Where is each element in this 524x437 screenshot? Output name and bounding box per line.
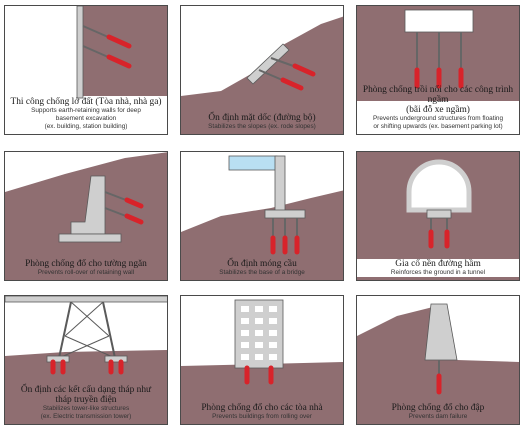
caption-en: Reinforces the ground in a tunnel	[390, 269, 486, 276]
caption-en: Supports earth-retaining walls for deep	[31, 107, 141, 114]
dam-illustration	[357, 303, 519, 424]
caption-vi-line2: (bãi đỗ xe ngầm)	[406, 105, 470, 115]
caption-en: or shifting upwards (ex. basement parkin…	[373, 123, 503, 130]
caption-en: (ex. Electric transmission tower)	[40, 413, 132, 420]
panel-bridge-base: Ổn định móng cầu Stabilizes the base of …	[180, 151, 344, 281]
panel-slope-stabilization: Ổn định mặt dốc (đường bộ) Stabilizes th…	[180, 5, 344, 135]
slope-illustration	[181, 16, 343, 134]
caption-en: Prevents dam failure	[408, 413, 468, 420]
panel-retaining-wall-rollover: Phòng chống đổ cho tường ngăn Prevents r…	[4, 151, 168, 281]
caption-vi: Phòng chống đổ cho đập	[391, 403, 485, 413]
underground-structure-illustration	[357, 6, 519, 101]
caption-vi: Gia cố nền đường hầm	[395, 259, 481, 269]
building-illustration	[181, 299, 343, 424]
panel-building-rollover: Phòng chống đổ cho các tòa nhà Prevents …	[180, 295, 344, 425]
caption-vi: Ổn định mặt dốc (đường bộ)	[208, 113, 316, 123]
caption-vi-line2: tháp truyền điện	[55, 395, 117, 405]
caption-en: Prevents underground structures from flo…	[372, 115, 503, 122]
panel-transmission-tower: Ổn định các kết cấu dạng tháp như tháp t…	[4, 295, 168, 425]
caption-en: basement excavation	[55, 115, 117, 122]
caption: Gia cố nền đường hầm Reinforces the grou…	[357, 259, 519, 277]
caption: Ổn định móng cầu Stabilizes the base of …	[181, 259, 343, 277]
caption-en: Stabilizes tower-like structures	[42, 405, 130, 412]
caption-vi: Phòng chống trồi nổi cho các công trình …	[362, 85, 514, 105]
tunnel-illustration	[357, 152, 519, 280]
earth-retaining-wall-illustration	[76, 6, 167, 99]
caption-vi: Phòng chống đổ cho tường ngăn	[25, 259, 147, 269]
panel-dam: Phòng chống đổ cho đập Prevents dam fail…	[356, 295, 520, 425]
caption: Phòng chống đổ cho các tòa nhà Prevents …	[181, 403, 343, 421]
caption-vi: Phòng chống đổ cho các tòa nhà	[201, 403, 323, 413]
caption-en: Stabilizes the base of a bridge	[219, 269, 305, 276]
panel-underground-floating: Phòng chống trồi nổi cho các công trình …	[356, 5, 520, 135]
caption: Phòng chống trồi nổi cho các công trình …	[357, 85, 519, 131]
caption: Phòng chống đổ cho tường ngăn Prevents r…	[5, 259, 167, 277]
panel-tunnel: Gia cố nền đường hầm Reinforces the grou…	[356, 151, 520, 281]
bridge-base-illustration	[181, 155, 343, 280]
caption: Phòng chống đổ cho đập Prevents dam fail…	[357, 403, 519, 421]
retaining-wall-illustration	[5, 152, 167, 280]
caption-en: Stabilizes the slopes (ex. rode slopes)	[208, 123, 316, 130]
caption-vi: Ổn định móng cầu	[227, 259, 297, 269]
caption: Ổn định các kết cấu dạng tháp như tháp t…	[5, 385, 167, 421]
caption: Ổn định mặt dốc (đường bộ) Stabilizes th…	[181, 113, 343, 131]
tower-illustration	[5, 296, 167, 424]
caption-en: Prevents roll-over of retaining wall	[37, 269, 135, 276]
caption-en: (ex. building, station building)	[44, 123, 128, 130]
caption-en: Prevents buildings from rolling over	[212, 413, 312, 420]
caption-vi: Ổn định các kết cấu dạng tháp như	[20, 385, 152, 395]
caption-vi: Thi công chống lở đất (Tòa nhà, nhà ga)	[10, 97, 162, 107]
panel-earth-retaining-wall: Thi công chống lở đất (Tòa nhà, nhà ga) …	[4, 5, 168, 135]
caption: Thi công chống lở đất (Tòa nhà, nhà ga) …	[5, 97, 167, 131]
